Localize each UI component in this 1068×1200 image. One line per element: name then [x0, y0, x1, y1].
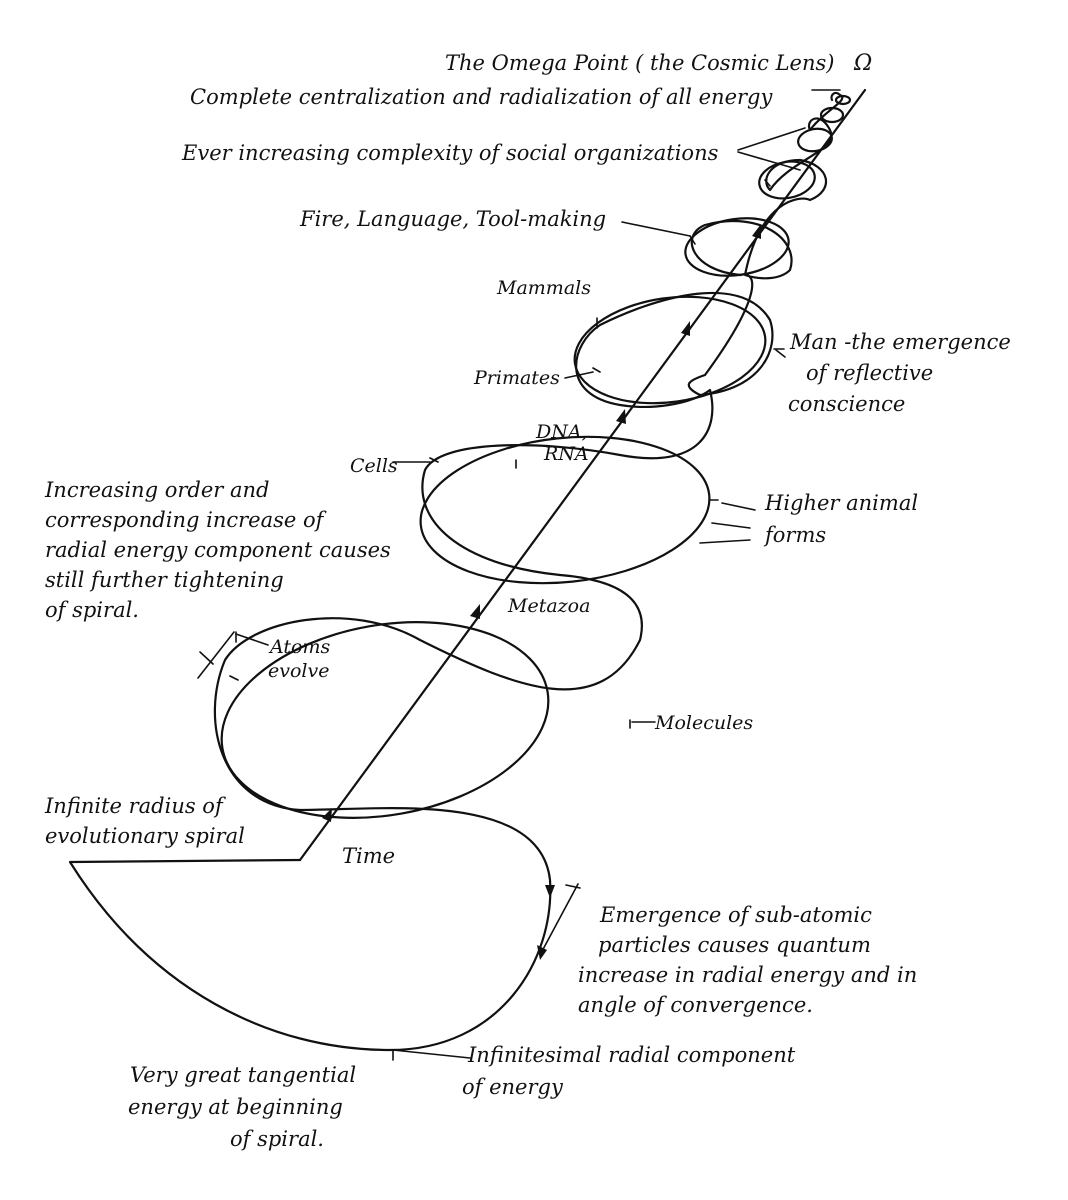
label-fire-language: Fire, Language, Tool-making	[299, 207, 606, 231]
omega-symbol: Ω	[853, 51, 872, 76]
label-order-line5: of spiral.	[45, 598, 139, 622]
tick-marks	[229, 179, 785, 1061]
label-evolve: evolve	[268, 660, 329, 682]
time-arrow-5	[752, 224, 761, 239]
label-atoms: Atoms	[268, 636, 330, 658]
label-order-line4: still further tightening	[45, 568, 284, 592]
label-social-organizations: Ever increasing complexity of social org…	[181, 141, 719, 165]
leader-lines	[197, 89, 841, 1059]
spiral-loop-4	[684, 217, 790, 277]
label-infinitesimal-line2: of energy	[462, 1075, 564, 1099]
label-subatomic-line4: angle of convergence.	[578, 993, 813, 1017]
label-order-line3: radial energy component causes	[45, 538, 391, 562]
label-higher-line1: Higher animal	[764, 491, 918, 515]
label-mammals: Mammals	[496, 277, 591, 299]
label-cells: Cells	[350, 455, 398, 477]
spiral-loop-5	[758, 160, 816, 200]
label-order-line1: Increasing order and	[44, 478, 269, 502]
label-metazoa: Metazoa	[507, 595, 590, 617]
time-arrow-3	[616, 409, 626, 424]
spiral-loop-1	[220, 621, 550, 819]
label-man-line3: conscience	[788, 392, 905, 416]
spiral-loop-2	[419, 435, 711, 585]
label-infinite-line2: evolutionary spiral	[45, 824, 245, 848]
label-order-line2: corresponding increase of	[45, 508, 327, 532]
label-higher-line2: forms	[763, 523, 826, 547]
label-infinite-line1: Infinite radius of	[44, 794, 226, 818]
label-subatomic-line2: particles causes quantum	[598, 933, 871, 957]
spiral-arrow-1	[545, 885, 555, 898]
label-infinitesimal-line1: Infinitesimal radial component	[467, 1043, 796, 1067]
label-primates: Primates	[473, 367, 560, 389]
label-man-line2: of reflective	[806, 361, 933, 385]
evolutionary-spiral	[68, 91, 844, 1052]
label-time: Time	[342, 844, 395, 868]
time-arrow-4	[681, 321, 690, 336]
label-rna: RNA	[543, 443, 589, 465]
time-arrow-2	[470, 604, 480, 619]
label-tangential-line2: energy at beginning	[128, 1095, 343, 1119]
label-dna: DNA,	[535, 421, 588, 443]
label-man-line1: Man -the emergence	[789, 330, 1011, 354]
label-centralization: Complete centralization and radializatio…	[190, 85, 773, 109]
time-arrow-1	[322, 808, 332, 822]
spiral-loop-3	[573, 295, 767, 405]
label-tangential-line3: of spiral.	[230, 1127, 324, 1151]
spiral-loop-7	[819, 106, 845, 124]
label-molecules: Molecules	[654, 712, 753, 734]
spiral-loop-8	[834, 94, 852, 106]
label-tangential-line1: Very great tangential	[130, 1063, 356, 1087]
label-subatomic-line3: increase in radial energy and in	[578, 963, 917, 987]
time-axis	[298, 88, 867, 862]
label-subatomic-line1: Emergence of sub-atomic	[599, 903, 872, 927]
label-omega-point: The Omega Point ( the Cosmic Lens)	[445, 51, 834, 75]
